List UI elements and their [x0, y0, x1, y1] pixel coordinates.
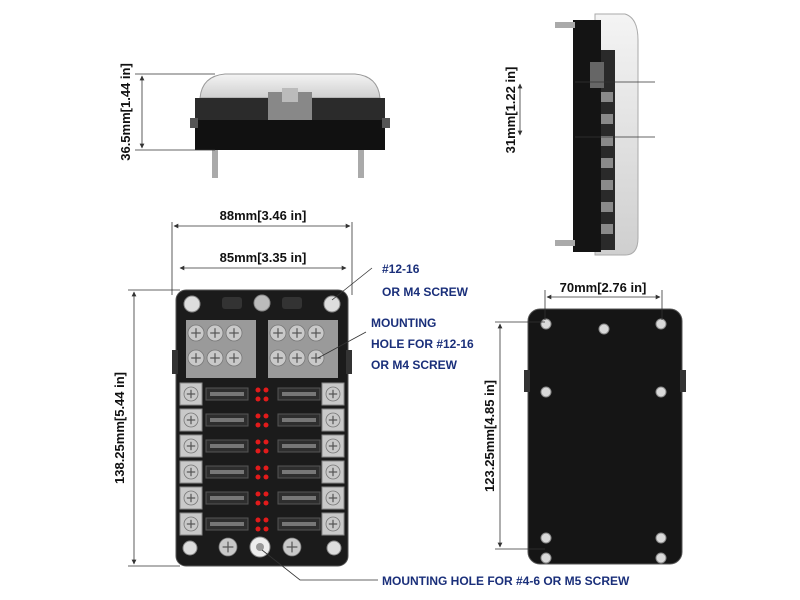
dim-height-side: 36.5mm[1.44 in]: [118, 63, 133, 161]
dim-hole-width: 85mm[3.35 in]: [220, 250, 307, 265]
back-mount-hole: [540, 318, 552, 330]
callout-mount-3: OR M4 SCREW: [371, 358, 458, 372]
led-indicator: [255, 396, 261, 402]
led-indicator: [263, 396, 269, 402]
dim-height-right: 31mm[1.22 in]: [503, 67, 518, 154]
led-indicator: [255, 465, 261, 471]
led-indicator: [263, 465, 269, 471]
side-screw-left: [212, 150, 218, 178]
callout-top-screw-2: OR M4 SCREW: [382, 285, 469, 299]
callout-bottom-hole: MOUNTING HOLE FOR #4-6 OR M5 SCREW: [382, 574, 630, 588]
led-indicator: [263, 439, 269, 445]
callout-mount-2: HOLE FOR #12-16: [371, 337, 474, 351]
dim-back-width: 70mm[2.76 in]: [560, 280, 647, 295]
side-terminal: [601, 224, 613, 234]
led-indicator: [263, 413, 269, 419]
led-indicator: [255, 526, 261, 532]
led-indicator: [263, 500, 269, 506]
side-terminal: [601, 114, 613, 124]
side-terminal: [601, 158, 613, 168]
side-terminal: [601, 136, 613, 146]
front-view: [128, 222, 378, 581]
center-stud-top: [253, 294, 271, 312]
mount-hole-top-right: [323, 295, 341, 313]
led-indicator: [255, 500, 261, 506]
back-mount-hole: [655, 386, 667, 398]
back-view: [495, 290, 686, 565]
mount-hole-bottom-left: [182, 540, 198, 556]
side-screw-right: [358, 150, 364, 178]
led-indicator: [263, 448, 269, 454]
mount-hole-top-left: [183, 295, 201, 313]
base-side: [573, 20, 601, 252]
back-plate: [527, 308, 683, 565]
led-indicator: [255, 517, 261, 523]
callout-top-screw-1: #12-16: [382, 262, 420, 276]
led-indicator: [263, 387, 269, 393]
screw-bottom: [555, 240, 575, 246]
back-mount-hole: [655, 552, 667, 564]
base-lower: [195, 120, 385, 150]
side-view-top: [135, 73, 390, 178]
back-mount-hole: [655, 532, 667, 544]
callout-mount-1: MOUNTING: [371, 316, 436, 330]
dim-outer-width: 88mm[3.46 in]: [220, 208, 307, 223]
led-indicator: [263, 491, 269, 497]
side-view-right: [517, 13, 655, 256]
mount-hole-bottom-right: [326, 540, 342, 556]
screw-top: [555, 22, 575, 28]
back-mount-hole: [540, 386, 552, 398]
led-indicator: [255, 413, 261, 419]
led-indicator: [263, 422, 269, 428]
led-indicator: [255, 387, 261, 393]
clear-cover: [199, 73, 381, 99]
back-mount-hole: [598, 323, 610, 335]
side-terminal: [601, 92, 613, 102]
led-indicator: [263, 526, 269, 532]
led-indicator: [263, 517, 269, 523]
led-indicator: [255, 439, 261, 445]
back-mount-hole: [540, 552, 552, 564]
led-indicator: [255, 422, 261, 428]
back-mount-hole: [540, 532, 552, 544]
led-indicator: [255, 448, 261, 454]
side-terminal: [601, 180, 613, 190]
led-indicator: [263, 474, 269, 480]
dim-back-height: 123.25mm[4.85 in]: [482, 380, 497, 492]
back-mount-hole: [655, 318, 667, 330]
led-indicator: [255, 474, 261, 480]
dim-front-height: 138.25mm[5.44 in]: [112, 372, 127, 484]
side-terminal: [601, 202, 613, 212]
led-indicator: [255, 491, 261, 497]
